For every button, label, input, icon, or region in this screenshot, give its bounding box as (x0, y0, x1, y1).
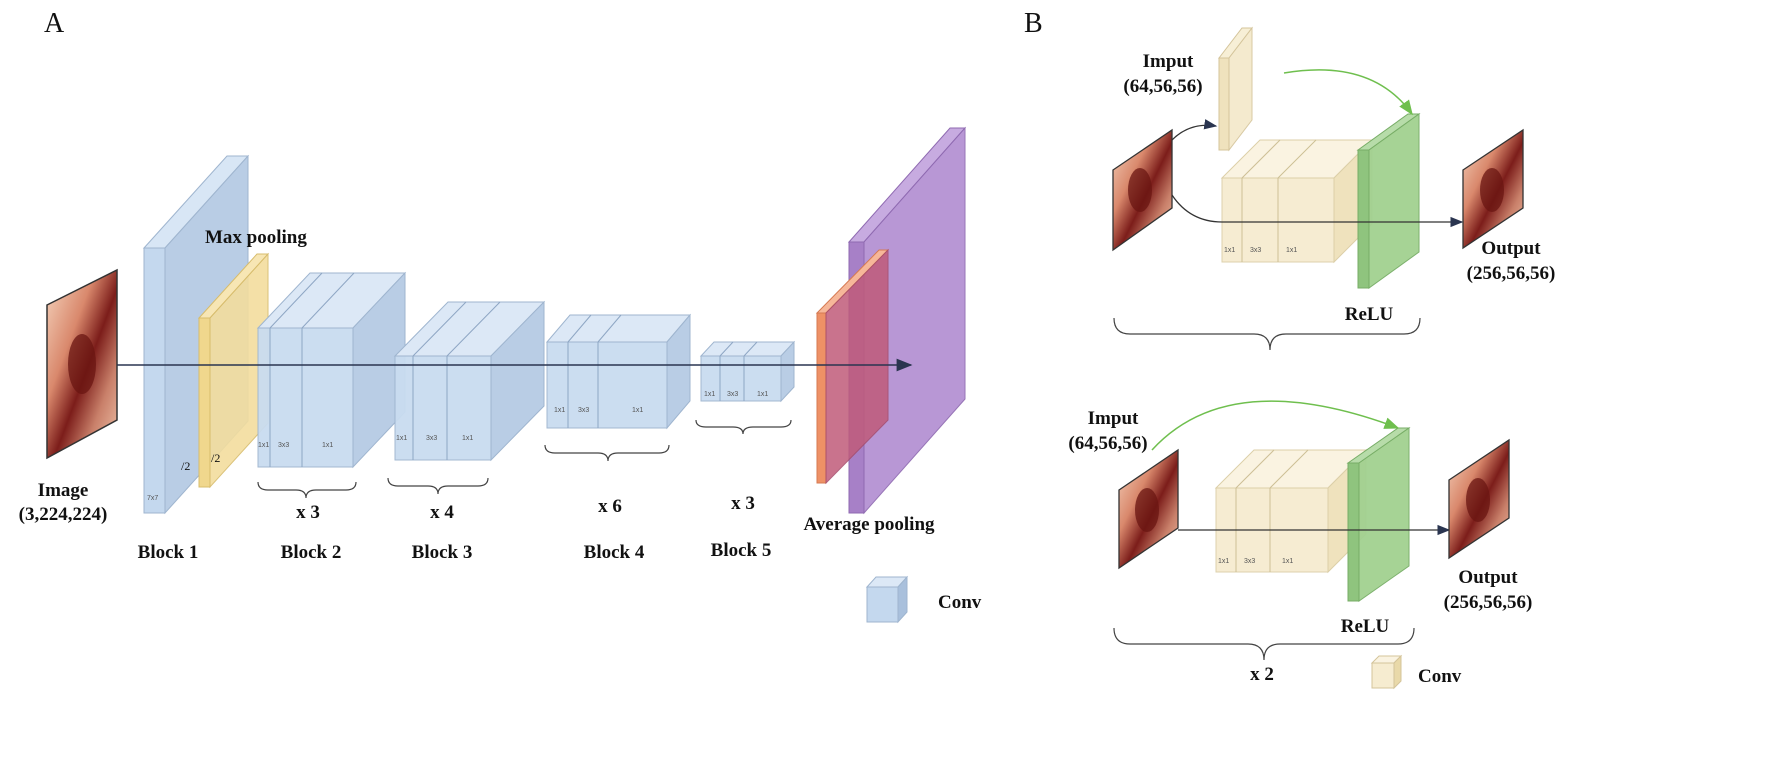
block4-brace (544, 444, 670, 462)
top-main-conv-stack (1220, 138, 1374, 264)
block2-tag-1: 1x1 (258, 442, 269, 449)
legend-conv-label-a: Conv (938, 592, 982, 613)
stride-label-1: /2 (181, 459, 190, 473)
top-input-label: Imput (1143, 51, 1194, 72)
block3-brace (387, 477, 489, 495)
legend-conv-cube-b (1370, 654, 1403, 690)
top-arrow-to-shortcut (1171, 119, 1218, 141)
block3-label: Block 3 (412, 542, 473, 563)
top-tag-2: 3x3 (1250, 247, 1261, 254)
block4-tag-3: 1x1 (632, 407, 643, 414)
panel-b-letter: B (1024, 8, 1043, 39)
block1-label: Block 1 (138, 542, 199, 563)
bottom-tag-1: 1x1 (1218, 558, 1229, 565)
block2-tag-2: 3x3 (278, 442, 289, 449)
panel-a-letter: A (44, 8, 65, 39)
bottom-relu-layer (1346, 427, 1411, 602)
top-output-label: Output (1481, 238, 1541, 259)
block2-label: Block 2 (281, 542, 342, 563)
top-output-image (1462, 128, 1524, 250)
block5-conv-stack (699, 340, 796, 403)
top-input-size: (64,56,56) (1123, 76, 1202, 97)
bottom-skip-connection (1151, 400, 1400, 451)
block4-label: Block 4 (584, 542, 645, 563)
average-pooling-label: Average pooling (803, 514, 935, 535)
image-label: Image (38, 480, 89, 501)
bottom-input-size: (64,56,56) (1068, 433, 1147, 454)
image-size-label: (3,224,224) (19, 504, 108, 525)
legend-conv-cube-a (865, 575, 909, 624)
block3-repeat: x 4 (430, 502, 454, 523)
block1-kernel-tag: 7x7 (147, 495, 158, 502)
block2-brace (257, 481, 357, 499)
bottom-repeat: x 2 (1250, 664, 1274, 685)
block4-conv-stack (545, 313, 692, 430)
bottom-output-image (1448, 438, 1510, 560)
block5-label: Block 5 (711, 540, 772, 561)
block3-tag-3: 1x1 (462, 435, 473, 442)
block2-tag-3: 1x1 (322, 442, 333, 449)
top-shortcut-conv (1217, 26, 1254, 152)
bottom-tag-3: 1x1 (1282, 558, 1293, 565)
block5-brace (695, 419, 792, 435)
block5-tag-1: 1x1 (704, 391, 715, 398)
block4-repeat: x 6 (598, 496, 622, 517)
stride-label-2: /2 (211, 451, 220, 465)
block5-tag-3: 1x1 (757, 391, 768, 398)
block3-conv-stack (393, 300, 546, 462)
block3-tag-1: 1x1 (396, 435, 407, 442)
bottom-brace (1113, 627, 1415, 661)
block3-tag-2: 3x3 (426, 435, 437, 442)
bottom-output-size: (256,56,56) (1444, 592, 1533, 613)
block2-repeat: x 3 (296, 502, 320, 523)
block5-tag-2: 3x3 (727, 391, 738, 398)
top-relu-layer (1356, 113, 1421, 289)
top-tag-1: 1x1 (1224, 247, 1235, 254)
bottom-input-image (1118, 448, 1179, 570)
block4-tag-1: 1x1 (554, 407, 565, 414)
top-brace (1113, 317, 1421, 351)
top-output-size: (256,56,56) (1467, 263, 1556, 284)
top-input-image (1112, 128, 1173, 252)
block5-repeat: x 3 (731, 493, 755, 514)
top-tag-3: 1x1 (1286, 247, 1297, 254)
bottom-tag-2: 3x3 (1244, 558, 1255, 565)
max-pooling-label: Max pooling (205, 227, 307, 248)
bottom-relu-label: ReLU (1341, 616, 1390, 637)
bottom-input-label: Imput (1088, 408, 1139, 429)
top-relu-label: ReLU (1345, 304, 1394, 325)
block4-tag-2: 3x3 (578, 407, 589, 414)
bottom-output-label: Output (1458, 567, 1518, 588)
block2-conv-stack (256, 271, 407, 469)
max-pooling-layer (197, 252, 270, 489)
input-image-a (46, 268, 118, 460)
bottom-main-conv-stack (1214, 448, 1368, 574)
average-pooling-layer (815, 248, 890, 485)
top-arrow-to-main (1171, 194, 1223, 223)
legend-conv-label-b: Conv (1418, 666, 1462, 687)
top-skip-connection (1283, 69, 1413, 116)
